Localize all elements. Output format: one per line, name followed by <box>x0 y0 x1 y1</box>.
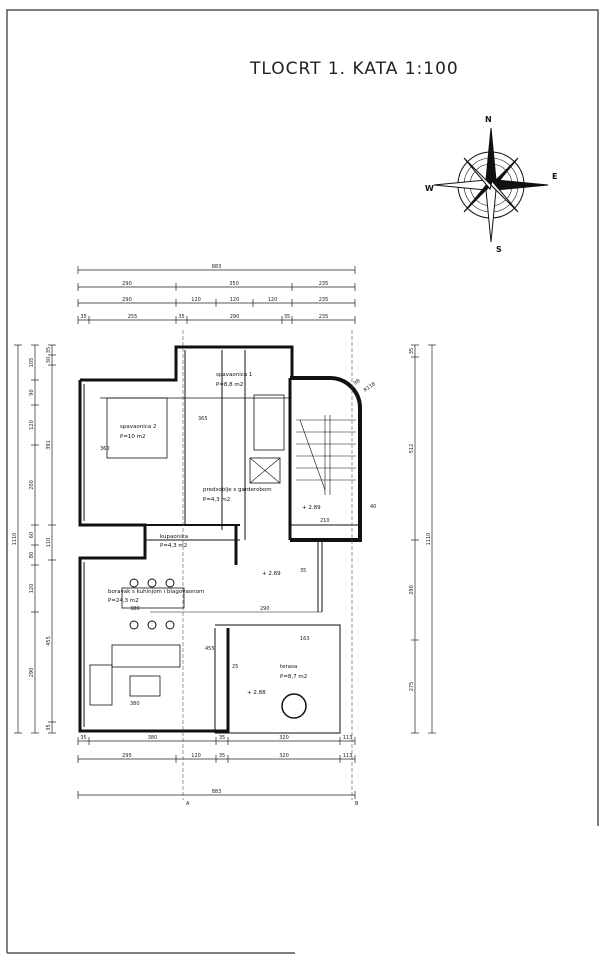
dimension-label: 290 <box>230 314 240 320</box>
section-lines <box>182 330 353 800</box>
dimension-label: 35 <box>80 735 86 741</box>
dimension-label: 25 <box>232 664 238 670</box>
dimension-label: 235 <box>319 281 329 287</box>
dimension-label: 320 <box>279 753 289 759</box>
dimension-label: 235 <box>319 314 329 320</box>
dimension-label: 120 <box>29 584 35 594</box>
dimension-label: 320 <box>279 735 289 741</box>
drawing-title: TLOCRT 1. KATA 1:100 <box>249 59 459 79</box>
dimension-label: 290 <box>29 668 35 678</box>
dimension-label: 35 <box>300 568 306 574</box>
room-area: P=8,7 m2 <box>280 674 307 680</box>
room-name: spavaonica 2 <box>120 424 156 430</box>
dimension-label: 380 <box>130 606 140 612</box>
dimension-label: 290 <box>409 585 415 595</box>
dimension-label: 113 <box>343 735 353 741</box>
dimension-label: 290 <box>122 297 132 303</box>
dimension-label: 35 <box>80 314 86 320</box>
compass-north-label: N <box>485 115 492 124</box>
dimension-label: 35 <box>178 314 184 320</box>
dimension-label: 1110 <box>426 533 432 546</box>
room-name: terasa <box>280 664 297 670</box>
dimension-label: 380 <box>148 735 158 741</box>
dimension-label: 295 <box>122 753 132 759</box>
dimension-label: 105 <box>29 358 35 368</box>
dimension-label: 255 <box>128 314 138 320</box>
section-b-label: B <box>355 801 359 807</box>
room-area: P=4,3 m2 <box>160 543 187 549</box>
dimension-lines <box>14 266 436 799</box>
dimension-label: 883 <box>212 789 222 795</box>
dimension-label: 35 <box>409 348 415 354</box>
dimension-label: 120 <box>191 753 201 759</box>
dimension-label: 35 <box>219 735 225 741</box>
dimension-label: 290 <box>260 606 270 612</box>
dimension-labels: 883 290 350 235 290 120 120 120 235 35 255 35 290 35 2… <box>12 264 432 795</box>
dimension-label: 120 <box>268 297 278 303</box>
dimension-label: 163 <box>300 636 310 642</box>
compass-west-label: W <box>425 184 434 193</box>
room-name: boravak s kuhinjom i blagovaonom <box>108 589 204 595</box>
dimension-label: 200 <box>29 480 35 490</box>
level-mark: + 2.89 <box>302 505 321 511</box>
dimension-label: 455 <box>46 636 52 646</box>
dimension-label: 360 <box>100 446 110 452</box>
dimension-label: 455 <box>205 646 215 652</box>
compass-south-label: S <box>496 245 502 254</box>
dimension-label: 235 <box>319 297 329 303</box>
room-labels: spavaonica 2 P=10 m2 spavaonica 1 P=8,8 … <box>108 372 377 696</box>
section-a-label: A <box>186 801 190 807</box>
dimension-label: 110 <box>46 538 52 548</box>
dimension-label: 210 <box>320 518 330 524</box>
dimension-label: 113 <box>343 753 353 759</box>
room-name: spavaonica 1 <box>216 372 252 378</box>
dimension-label: 290 <box>122 281 132 287</box>
sheet-border <box>6 9 599 954</box>
dimension-label: 120 <box>29 420 35 430</box>
room-area: P=8,8 m2 <box>216 382 243 388</box>
compass-east-label: E <box>552 172 557 181</box>
dimension-label: 35 <box>46 347 52 353</box>
dimension-label: 1110 <box>12 533 18 546</box>
dimension-label: 120 <box>230 297 240 303</box>
dimension-label: 350 <box>229 281 239 287</box>
room-name: predsoblje s garderobom <box>203 487 272 493</box>
dimension-label: 90 <box>29 389 35 395</box>
walls <box>78 345 362 734</box>
room-area: P=10 m2 <box>120 434 146 440</box>
room-name: kupaonica <box>160 534 188 540</box>
compass-rose-icon <box>433 127 549 243</box>
level-mark: + 2.89 <box>262 571 281 577</box>
dimension-label: 40 <box>370 504 376 510</box>
dimension-label: 512 <box>409 444 415 454</box>
dimension-label: 365 <box>198 416 208 422</box>
dimension-label: 35 <box>284 314 290 320</box>
dimension-label: 883 <box>212 264 222 270</box>
level-mark: + 2.88 <box>247 690 266 696</box>
dimension-label: 275 <box>409 682 415 692</box>
dimension-label: 120 <box>191 297 201 303</box>
dimension-label: 35 <box>219 753 225 759</box>
room-area: P=24,3 m2 <box>108 598 139 604</box>
dimension-label: 30 <box>46 357 52 363</box>
dimension-label: 60 <box>29 532 35 538</box>
dimension-label: 380 <box>130 701 140 707</box>
dimension-label: 391 <box>46 440 52 450</box>
stair-radius: R118 <box>363 381 377 393</box>
room-area: P=4,3 m2 <box>203 497 230 503</box>
dimension-label: 35 <box>46 724 52 730</box>
stair-width: 98 <box>353 378 362 387</box>
dimension-label: 80 <box>29 552 35 558</box>
